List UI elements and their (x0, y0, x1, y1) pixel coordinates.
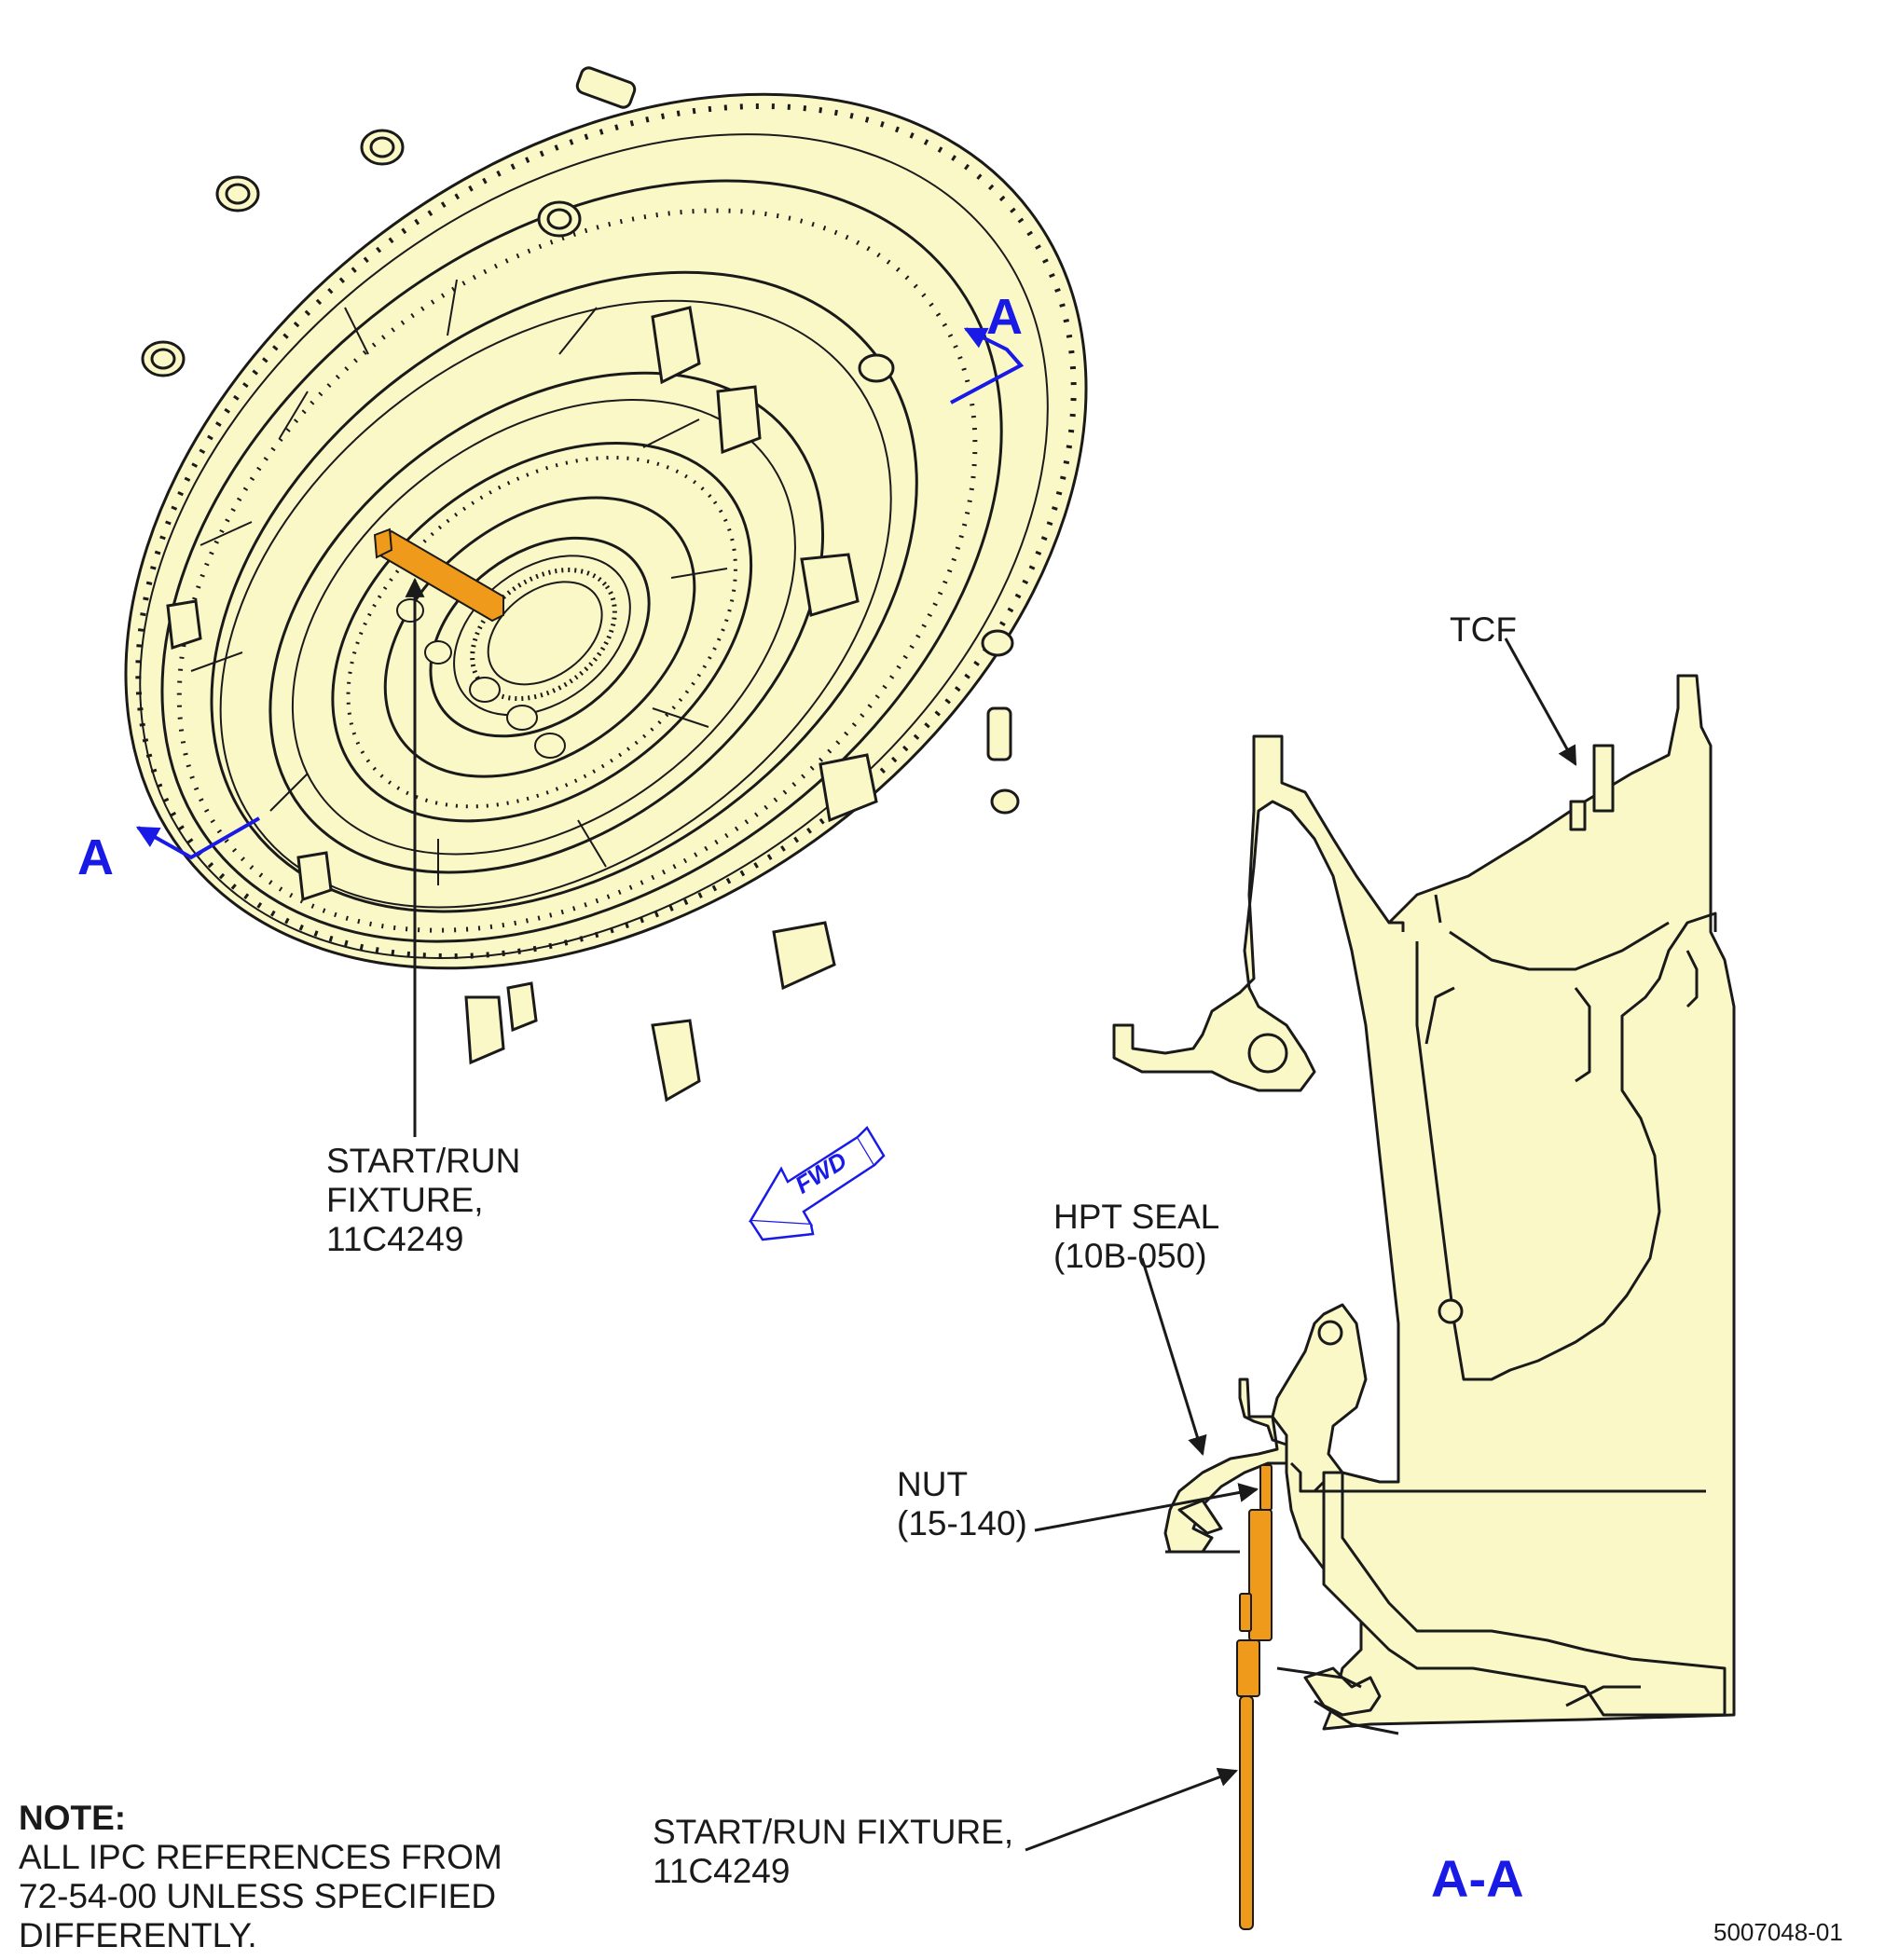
section-letter-upper: A (986, 289, 1023, 345)
label-tcf: TCF (1450, 610, 1517, 649)
label-nut: NUT (15-140) (897, 1465, 1027, 1543)
figure-id: 5007048-01 (1713, 1918, 1843, 1946)
section-marker-lower (135, 816, 260, 860)
fwd-arrow-icon (748, 1125, 886, 1241)
label-hpt-seal-line1: HPT SEAL (1053, 1198, 1220, 1236)
section-letter-lower: A (77, 829, 114, 885)
note-line-3: DIFFERENTLY. (19, 1916, 257, 1954)
label-fixture-section: START/RUN FIXTURE, 11C4249 (653, 1813, 1013, 1891)
note-line-1: ALL IPC REFERENCES FROM (19, 1838, 502, 1876)
label-fixture-iso-line1: START/RUN (326, 1142, 521, 1180)
note-block: NOTE: ALL IPC REFERENCES FROM 72-54-00 U… (19, 1799, 502, 1955)
note-title: NOTE: (19, 1799, 127, 1837)
leader-nut (1034, 1483, 1259, 1532)
start-run-fixture-iso (373, 528, 504, 623)
section-view-title: A-A (1431, 1849, 1524, 1908)
start-run-fixture-section (1236, 1464, 1273, 1930)
label-nut-line2: (15-140) (897, 1504, 1027, 1542)
leader-tcf (1504, 637, 1577, 766)
label-fixture-iso-line3: 11C4249 (326, 1220, 464, 1258)
label-nut-line1: NUT (897, 1465, 969, 1503)
turbine-frame-iso-view (124, 66, 1088, 1103)
label-fixture-iso: START/RUN FIXTURE, 11C4249 (326, 1142, 520, 1259)
tcf-frame-section (1112, 674, 1736, 1731)
section-aa-view (1112, 674, 1736, 1735)
note-line-2: 72-54-00 UNLESS SPECIFIED (19, 1877, 497, 1915)
label-fixture-section-line1: START/RUN FIXTURE, (653, 1813, 1014, 1851)
section-marker-upper (950, 327, 1025, 404)
label-fixture-iso-line2: FIXTURE, (326, 1181, 484, 1219)
label-hpt-seal: HPT SEAL (10B-050) (1053, 1198, 1219, 1276)
label-hpt-seal-line2: (10B-050) (1053, 1237, 1207, 1275)
leader-fixture-section (1025, 1767, 1238, 1852)
label-fixture-section-line2: 11C4249 (653, 1852, 791, 1890)
leader-hpt-seal (1140, 1257, 1207, 1457)
